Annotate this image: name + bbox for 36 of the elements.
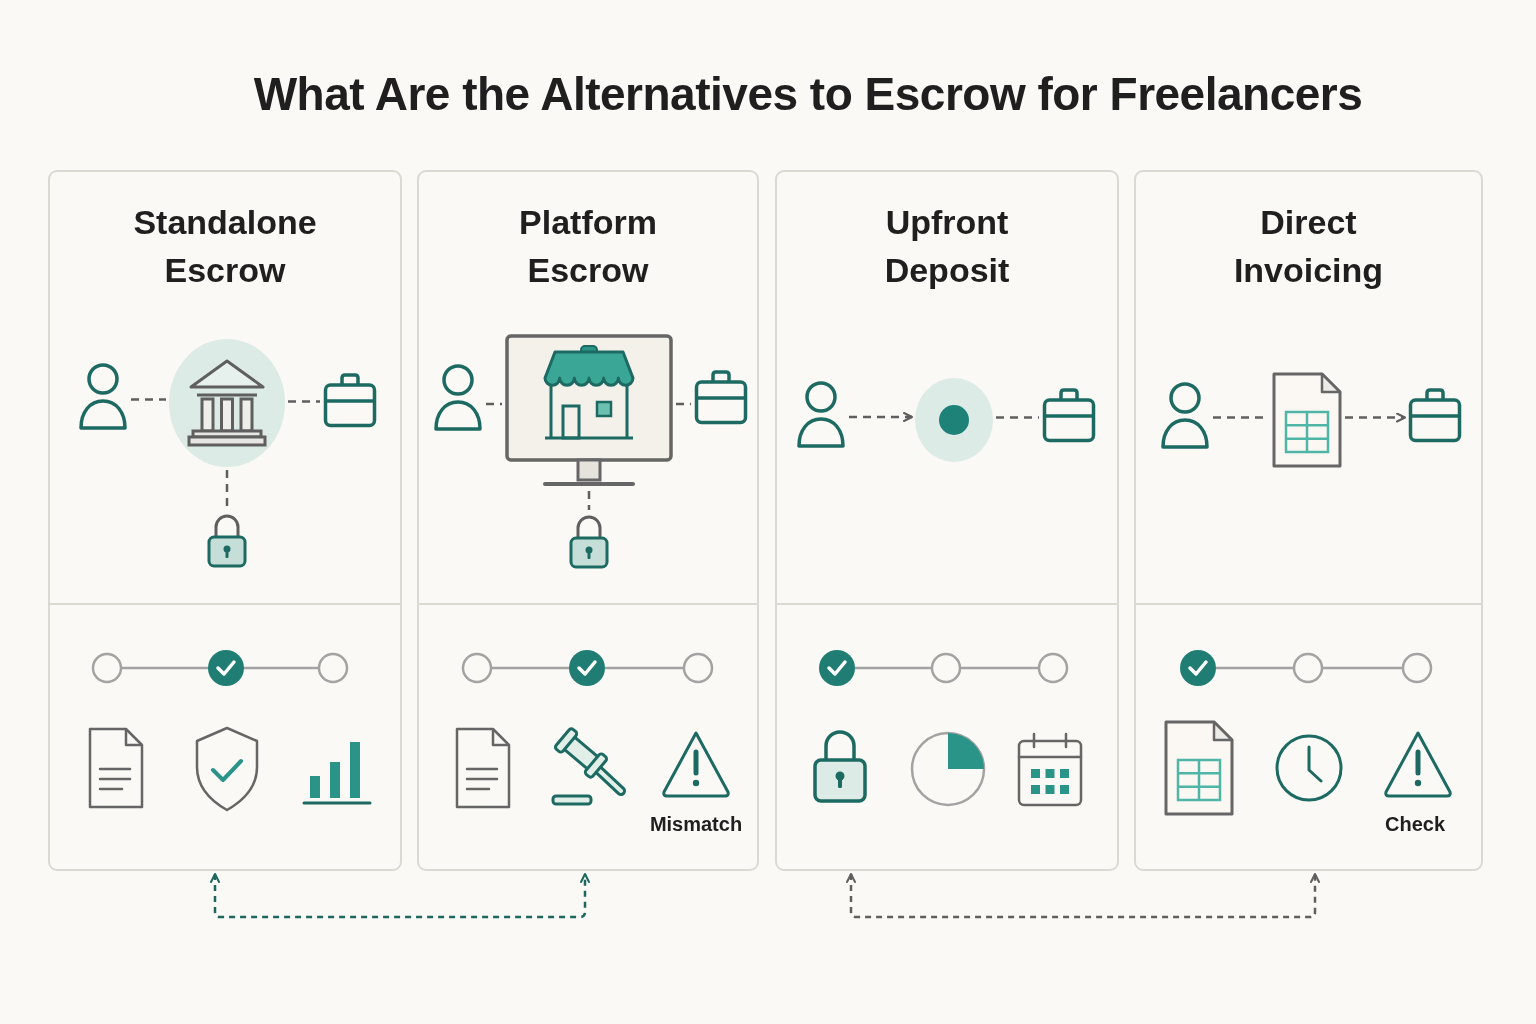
option-panel [417,170,759,871]
connector-line [131,398,166,401]
store-monitor-icon [505,334,673,488]
padlock-icon [569,513,609,569]
warning-caption: Check [1385,812,1445,836]
arrow [1345,412,1406,423]
arrow [210,873,590,919]
title: What Are the Alternatives to Escrow for Freelancers [253,67,1363,122]
briefcase-icon [694,369,748,425]
person-icon [78,362,128,430]
panel-heading: Standalone Escrow [132,202,318,291]
connector-line [225,470,229,509]
connector-line [996,416,1039,419]
person-icon [433,363,483,431]
spreadsheet-document-icon [1272,372,1342,468]
briefcase-icon [1042,387,1096,443]
connector-line [587,491,591,510]
warning-caption: Mismatch [649,812,743,836]
option-panel [775,170,1119,871]
arrow [846,873,1320,919]
connector-line [486,402,502,406]
bank-icon [169,339,285,467]
panel-heading: Direct Invoicing [1232,202,1385,291]
person-icon [1160,381,1210,449]
arrow [849,412,913,422]
person-icon [796,380,846,448]
panel-heading: Platform Escrow [518,202,658,291]
connector-line [676,402,691,406]
briefcase-icon [323,372,377,428]
dot-circle-icon [915,378,993,462]
padlock-icon [207,512,247,568]
briefcase-icon [1408,387,1462,443]
panel-heading: Upfront Deposit [883,202,1011,291]
option-panel [48,170,402,871]
connector-line [288,400,320,403]
option-panel [1134,170,1483,871]
